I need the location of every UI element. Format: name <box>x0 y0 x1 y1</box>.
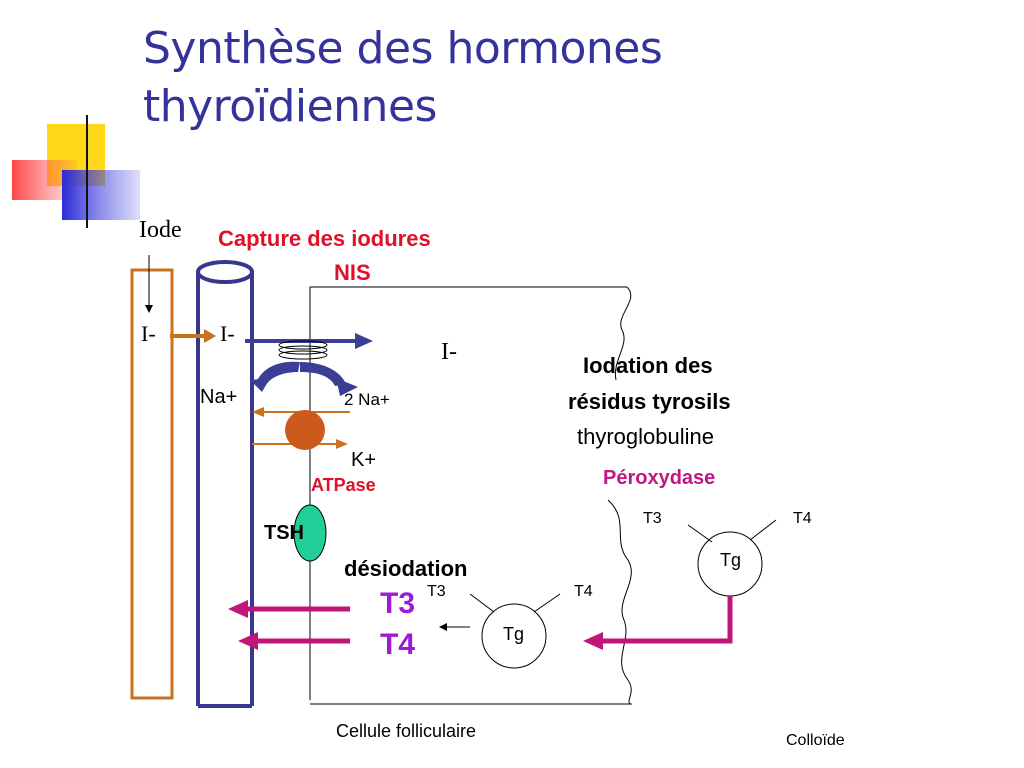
label-iodide-membrane: I- <box>220 321 235 346</box>
label-iodide-cell: I- <box>441 339 457 365</box>
label-thyroglobuline: thyroglobuline <box>577 424 714 449</box>
symporter-ring-2 <box>278 345 328 355</box>
label-tsh: TSH <box>264 522 304 544</box>
label-tg-cell: Tg <box>503 624 525 644</box>
label-desiodation: désiodation <box>344 556 468 581</box>
logo-blue-square <box>62 170 140 220</box>
tsh-receptor <box>293 504 327 562</box>
cell-membrane <box>309 286 627 700</box>
label-iodide-vessel: I- <box>141 321 156 346</box>
label-capture-iodures: Capture des iodures <box>218 226 431 251</box>
label-tg-colloid-t4: T4 <box>793 510 812 527</box>
label-tg-cell-t3: T3 <box>427 583 446 600</box>
tube-top-ellipse <box>196 260 254 284</box>
label-colloide: Colloïde <box>786 732 845 749</box>
label-tg-colloid: Tg <box>720 550 742 570</box>
slide-title: Synthèse des hormones thyroïdiennes <box>143 23 663 132</box>
label-iode: Iode <box>139 217 182 243</box>
label-tg-cell-t4: T4 <box>574 583 593 600</box>
endocytosis-arrow <box>600 596 733 644</box>
label-t3-hormone: T3 <box>380 587 416 620</box>
symporter-ring-1 <box>278 340 328 350</box>
label-nis: NIS <box>334 260 371 285</box>
vessel-outer <box>130 268 174 700</box>
label-k-plus: K+ <box>351 449 377 471</box>
label-na-plus: Na+ <box>200 386 238 408</box>
label-atpase: ATPase <box>311 475 376 495</box>
label-tg-colloid-t3: T3 <box>643 510 662 527</box>
na-k-pump <box>285 410 325 450</box>
label-t4-hormone: T4 <box>380 628 416 661</box>
curved-arrow-right <box>300 362 346 386</box>
label-cellule-folliculaire: Cellule folliculaire <box>336 721 477 741</box>
label-two-na-plus: 2 Na+ <box>344 390 390 409</box>
label-iodation-line2: résidus tyrosils <box>568 389 731 414</box>
label-iodation-line1: Iodation des <box>583 353 713 378</box>
label-peroxydase: Péroxydase <box>603 467 716 489</box>
symporter-ring-3 <box>278 350 328 360</box>
tg-cell-circle <box>481 603 547 669</box>
colloid-wavy-border <box>607 286 632 705</box>
